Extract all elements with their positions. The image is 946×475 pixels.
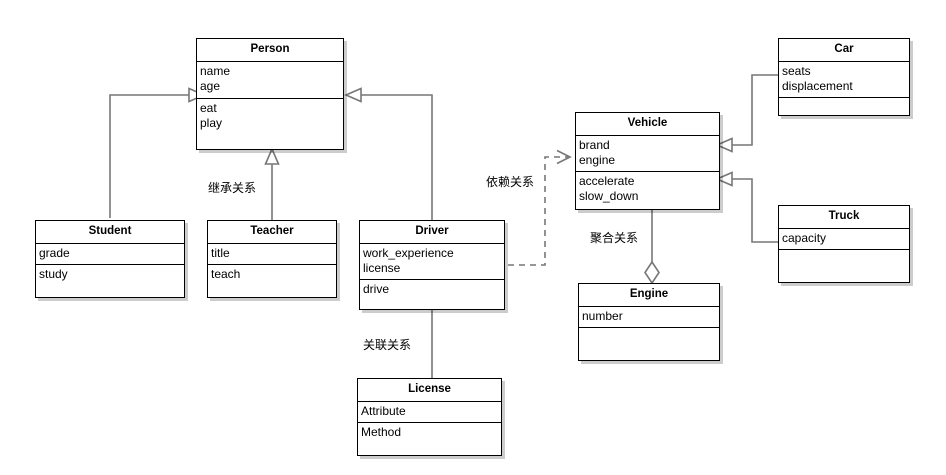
attribute-item: grade [39,245,70,260]
label-aggregation: 聚合关系 [590,231,639,245]
class-attributes-student: grade [36,243,184,265]
class-attributes-truck: capacity [779,228,909,250]
dependency-driver-vehicle [508,149,572,266]
attribute-item: brand [579,137,610,152]
class-operations-truck [779,249,909,254]
class-name-truck: Truck [779,206,909,229]
class-name-person: Person [197,39,343,62]
generalization-teacher-person [264,146,280,220]
class-name-student: Student [36,221,184,244]
class-operations-teacher: teach [208,264,336,284]
class-name-vehicle: Vehicle [576,113,719,136]
attribute-item: title [211,245,230,260]
label-inheritance: 继承关系 [208,181,257,195]
class-operations-student: study [36,264,184,284]
attribute-item: seats [782,63,811,78]
class-attributes-teacher: title [208,243,336,265]
attribute-item: age [200,78,221,93]
class-name-teacher: Teacher [208,221,336,244]
label-association: 关联关系 [363,338,412,352]
class-attributes-person: name age [197,61,343,99]
class-name-driver: Driver [360,221,504,244]
class-box-car[interactable]: Car seats displacement [778,38,910,116]
attribute-item: license [363,260,401,275]
class-operations-person: eat play [197,98,343,133]
class-name-license: License [358,379,501,402]
attribute-item: capacity [782,230,827,245]
class-name-car: Car [779,39,909,62]
class-operations-engine [579,327,719,332]
generalization-car-vehicle [714,74,778,153]
operation-item: teach [211,266,241,281]
attribute-item: engine [579,152,616,167]
class-attributes-engine: number [579,306,719,328]
class-attributes-license: Attribute [358,401,501,423]
class-name-engine: Engine [579,284,719,307]
class-operations-car [779,97,909,102]
attribute-item: name [200,63,231,78]
class-operations-driver: drive [360,279,504,299]
attribute-item: work_experience [363,245,454,260]
label-dependency: 依赖关系 [486,175,535,189]
class-box-teacher[interactable]: Teacher title teach [207,220,337,298]
attribute-item: displacement [782,78,853,93]
class-box-truck[interactable]: Truck capacity [778,205,910,283]
class-operations-vehicle: accelerate slow_down [576,171,719,206]
class-box-person[interactable]: Person name age eat play [196,38,344,150]
operation-item: play [200,115,223,130]
attribute-item: Attribute [361,403,406,418]
class-attributes-car: seats displacement [779,61,909,98]
class-box-engine[interactable]: Engine number [578,283,720,361]
class-operations-license: Method [358,422,501,442]
generalization-driver-person [343,87,433,220]
class-attributes-driver: work_experience license [360,243,504,280]
aggregation-vehicle-engine [644,210,660,285]
operation-item: slow_down [579,188,639,203]
operation-item: accelerate [579,173,635,188]
class-box-student[interactable]: Student grade study [35,220,185,298]
attribute-item: number [582,308,623,323]
class-box-driver[interactable]: Driver work_experience license drive [359,220,505,310]
class-box-vehicle[interactable]: Vehicle brand engine accelerate slow_dow… [575,112,720,210]
operation-item: study [39,266,68,281]
generalization-student-person [109,87,207,218]
generalization-truck-vehicle [714,171,778,243]
operation-item: eat [200,100,217,115]
class-box-license[interactable]: License Attribute Method [357,378,502,456]
class-attributes-vehicle: brand engine [576,135,719,172]
operation-item: drive [363,281,390,296]
operation-item: Method [361,424,402,439]
